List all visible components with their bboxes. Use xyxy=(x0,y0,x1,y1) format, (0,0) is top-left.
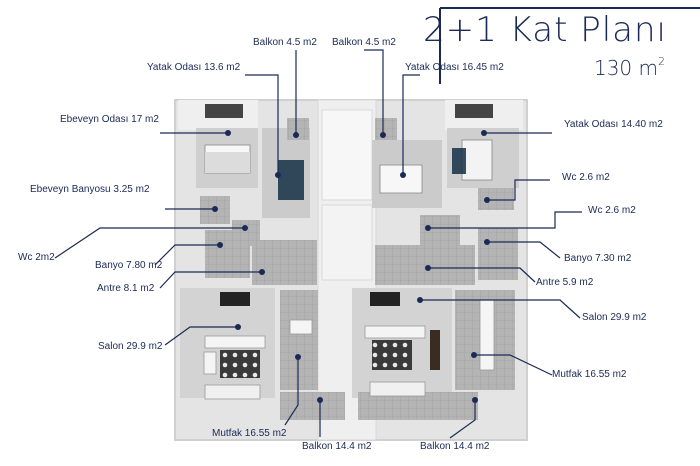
leader-antre-5-9 xyxy=(428,267,536,283)
plan-total-area: 130 m2 xyxy=(593,55,665,80)
armchair-left xyxy=(203,351,217,375)
leader-lines xyxy=(54,49,582,439)
label-wc-2: Wc 2m2 xyxy=(18,252,55,263)
dot-salon-left xyxy=(235,324,241,330)
label-yatak-14-40: Yatak Odası 14.40 m2 xyxy=(564,119,663,130)
dot-balkon-14-4-left xyxy=(317,397,323,403)
kitchen-counter-left xyxy=(289,319,313,335)
bed-yatak-14-40 xyxy=(461,139,493,181)
label-banyo-7-30: Banyo 7.30 m2 xyxy=(564,253,632,264)
room-mutfak-left xyxy=(280,290,318,390)
label-banyo-7-80: Banyo 7.80 m2 xyxy=(95,260,163,271)
room-balkon-14-4-right xyxy=(358,392,478,420)
rug-left xyxy=(220,350,260,378)
window-top-right xyxy=(455,104,493,118)
furniture-yatak-14-40 xyxy=(452,148,466,174)
label-salon-left: Salon 29.9 m2 xyxy=(98,341,163,352)
dot-antre-5-9 xyxy=(425,265,431,271)
dot-wc-2-6-a xyxy=(484,197,490,203)
plan-area-value: 130 m xyxy=(593,56,658,80)
room-balkon-4-5-right xyxy=(375,118,397,140)
label-mutfak-right: Mutfak 16.55 m2 xyxy=(552,369,627,380)
tv-unit-right xyxy=(430,330,440,370)
label-wc-2-6-b: Wc 2.6 m2 xyxy=(588,205,636,216)
window-bottom-right xyxy=(369,381,426,397)
dot-balkon-top-right xyxy=(380,132,386,138)
leader-salon-left xyxy=(164,326,238,346)
bed-yatak-16-45 xyxy=(379,164,423,194)
leader-banyo-7-80 xyxy=(154,244,220,266)
dot-balkon-top-left xyxy=(293,132,299,138)
room-antre-5-9 xyxy=(375,245,475,285)
furniture-yatak-13-6 xyxy=(278,160,304,200)
leader-mutfak-right xyxy=(474,354,553,376)
label-yatak-16-45: Yatak Odası 16.45 m2 xyxy=(405,62,504,73)
dot-ebeveyn-odasi xyxy=(225,130,231,136)
leader-yatak-13-6 xyxy=(245,74,279,175)
dot-mutfak-right xyxy=(471,352,477,358)
plan-area-unit-sup: 2 xyxy=(658,55,665,68)
label-balkon-14-4-left: Balkon 14.4 m2 xyxy=(302,441,372,452)
plan-title: 2+1 Kat Planı xyxy=(422,10,667,50)
dot-yatak-16-45 xyxy=(400,172,406,178)
dot-yatak-14-40 xyxy=(481,130,487,136)
room-banyo-7-80 xyxy=(205,230,250,278)
leader-balkon-top-right xyxy=(364,49,384,135)
dot-yatak-13-6 xyxy=(275,172,281,178)
dining-table-right xyxy=(370,292,400,306)
label-antre-8-1: Antre 8.1 m2 xyxy=(97,283,155,294)
kitchen-counter-right xyxy=(479,299,495,371)
dot-mutfak-left xyxy=(295,354,301,360)
dot-antre-8-1 xyxy=(259,269,265,275)
room-balkon-14-4-left xyxy=(280,392,345,420)
label-balkon-14-4-right: Balkon 14.4 m2 xyxy=(420,441,490,452)
sofa-right xyxy=(364,325,426,339)
leader-balkon-14-4-right xyxy=(449,400,476,439)
window-bottom-left xyxy=(204,384,261,400)
leader-yatak-16-45 xyxy=(402,74,420,175)
leader-mutfak-left xyxy=(284,357,299,426)
rug-right xyxy=(372,340,412,370)
window-top-left xyxy=(205,104,243,118)
elevator-core xyxy=(321,204,373,281)
label-antre-5-9: Antre 5.9 m2 xyxy=(536,277,594,288)
room-banyo-7-30 xyxy=(478,228,518,280)
dot-ebeveyn-banyosu xyxy=(212,206,218,212)
leader-dots xyxy=(212,130,490,403)
dot-salon-right xyxy=(417,297,423,303)
dot-balkon-14-4-right xyxy=(472,397,478,403)
dining-table-left xyxy=(220,292,250,306)
label-mutfak-left: Mutfak 16.55 m2 xyxy=(212,428,287,439)
label-ebeveyn-banyosu: Ebeveyn Banyosu 3.25 m2 xyxy=(30,184,150,195)
dot-banyo-7-30 xyxy=(484,239,490,245)
dot-wc-2-6-b xyxy=(425,225,431,231)
leader-wc-2-6-b xyxy=(428,211,582,229)
sofa-left xyxy=(204,335,266,349)
room-wc-2-6-a xyxy=(478,188,514,210)
room-balkon-4-5-left xyxy=(287,118,309,140)
leader-banyo-7-30 xyxy=(487,241,561,259)
leader-wc-2-6-a xyxy=(487,179,550,201)
label-balkon-top-right: Balkon 4.5 m2 xyxy=(332,37,396,48)
leader-wc-2 xyxy=(54,227,245,259)
label-ebeveyn-odasi: Ebeveyn Odası 17 m2 xyxy=(60,114,159,125)
label-yatak-13-6: Yatak Odası 13.6 m2 xyxy=(147,62,241,73)
bed-ebeveyn-blanket xyxy=(205,152,250,173)
label-balkon-top-left: Balkon 4.5 m2 xyxy=(253,37,317,48)
dot-wc-2 xyxy=(242,225,248,231)
plan-title-block: 2+1 Kat Planı 130 m2 xyxy=(423,4,695,84)
label-wc-2-6-a: Wc 2.6 m2 xyxy=(562,172,610,183)
dot-banyo-7-80 xyxy=(217,242,223,248)
label-salon-right: Salon 29.9 m2 xyxy=(582,312,647,323)
room-antre-8-1 xyxy=(252,240,317,285)
leader-salon-right xyxy=(420,299,581,319)
leader-antre-8-1 xyxy=(159,271,262,289)
stair-core xyxy=(321,109,373,201)
